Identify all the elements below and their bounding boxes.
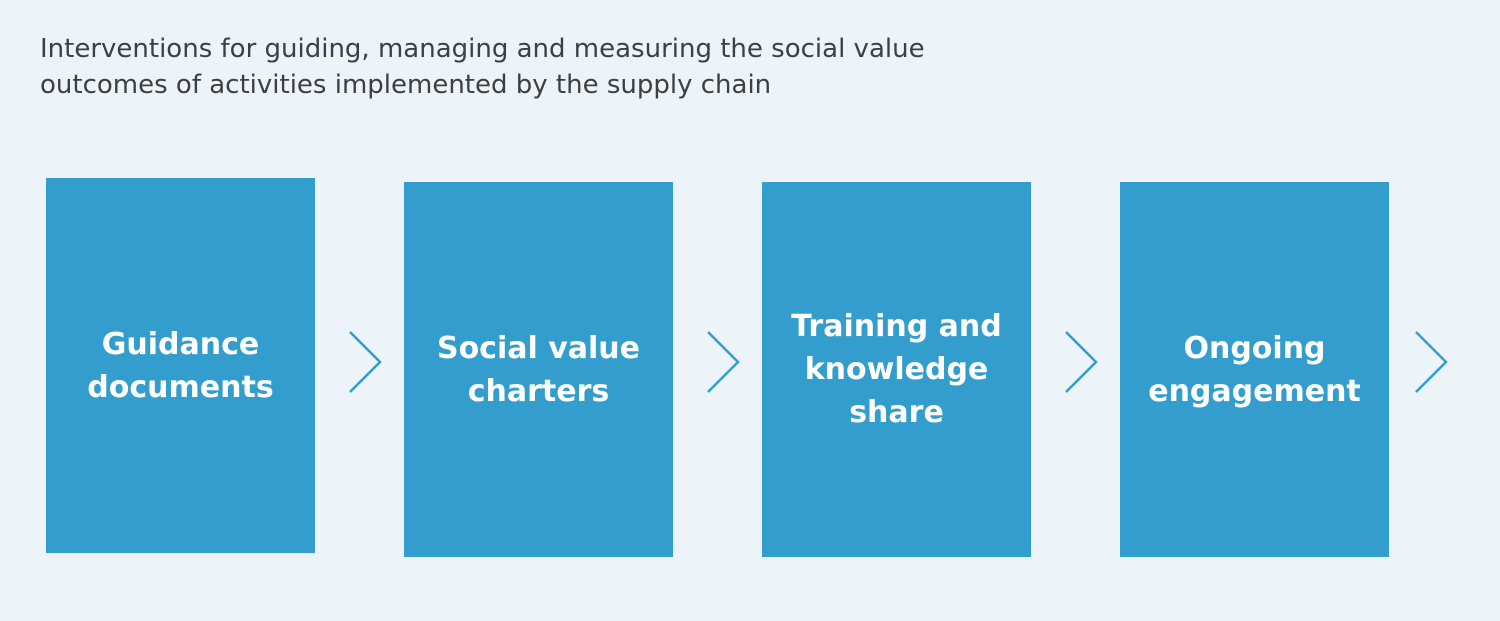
chevron-right-icon <box>349 331 382 393</box>
step-training-and-knowledge-share: Training and knowledge share <box>762 182 1031 557</box>
step-guidance-documents: Guidance documents <box>46 178 315 553</box>
diagram-title-line-2: outcomes of activities implemented by th… <box>40 70 772 100</box>
step-label-line: Ongoing <box>1183 330 1326 366</box>
step-label: Ongoing engagement <box>1148 327 1361 413</box>
step-label-line: documents <box>87 369 274 405</box>
step-label-line: charters <box>467 373 610 409</box>
step-label: Training and knowledge share <box>791 305 1001 434</box>
step-social-value-charters: Social value charters <box>404 182 673 557</box>
step-label: Guidance documents <box>87 323 273 409</box>
step-label-line: share <box>849 395 944 430</box>
step-label-line: engagement <box>1148 373 1361 409</box>
step-label-line: knowledge <box>804 352 989 387</box>
chevron-right-icon <box>1065 331 1098 393</box>
step-label-line: Social value <box>436 330 641 366</box>
diagram-title-line-1: Interventions for guiding, managing and … <box>40 34 925 64</box>
chevron-right-icon <box>1415 331 1448 393</box>
chevron-right-icon <box>707 331 740 393</box>
diagram-title: Interventions for guiding, managing and … <box>40 31 1040 103</box>
step-label-line: Guidance <box>101 326 260 362</box>
step-ongoing-engagement: Ongoing engagement <box>1120 182 1389 557</box>
step-label-line: Training and <box>791 309 1002 344</box>
step-label: Social value charters <box>437 327 640 413</box>
